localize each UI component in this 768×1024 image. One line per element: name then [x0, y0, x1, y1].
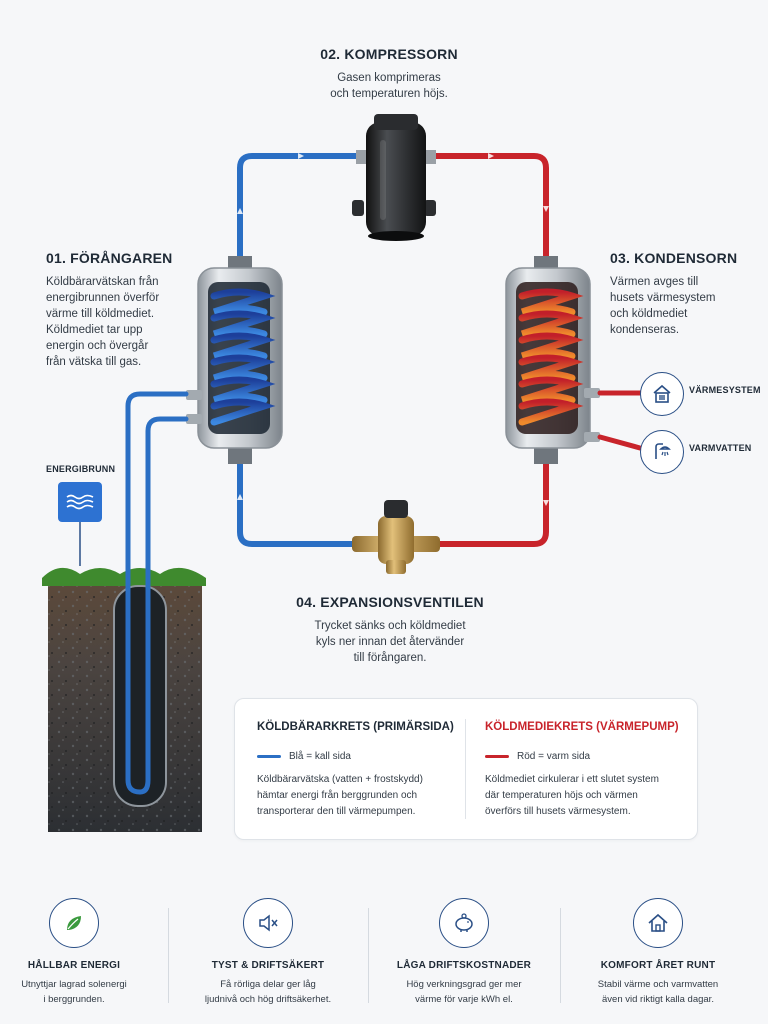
red-line-swatch	[485, 755, 509, 758]
legend-primary-key-text: Blå = kall sida	[289, 751, 351, 762]
cold-pipe-top	[237, 153, 369, 261]
expansion-valve	[352, 500, 440, 574]
feature-comfort: KOMFORT ÅRET RUNT Stabil värme och varmv…	[568, 898, 748, 1007]
legend-primary-desc: Köldbärarvätska (vatten + frostskydd) hä…	[257, 774, 423, 817]
radiator-house-icon	[640, 372, 684, 416]
ground-block	[42, 567, 206, 832]
feature-desc: Få rörliga delar ger låg ljudnivå och hö…	[204, 979, 332, 1005]
leaf-icon	[49, 898, 99, 948]
feature-sustainable: HÅLLBAR ENERGI Utnyttjar lagrad solenerg…	[0, 898, 164, 1007]
evaporator-title: 01. FÖRÅNGAREN	[46, 250, 173, 266]
hotwater-outlet-pipe	[597, 434, 643, 451]
ground-loop-pipes	[125, 391, 189, 795]
energy-well-label: ENERGIBRUNN	[46, 464, 116, 474]
legend-primary-key: Blå = kall sida	[257, 751, 467, 762]
legend-refrigerant-key-text: Röd = varm sida	[517, 751, 591, 762]
feature-title: KOMFORT ÅRET RUNT	[600, 960, 716, 971]
legend-primary: KÖLDBÄRARKRETS (PRIMÄRSIDA) Blå = kall s…	[257, 699, 467, 820]
feature-desc: Hög verkningsgrad ger mer värme för varj…	[406, 979, 522, 1005]
legend-refrigerant-key: Röd = varm sida	[485, 751, 695, 762]
piggy-bank-icon	[439, 898, 489, 948]
condenser-tank	[505, 256, 643, 464]
feature-low-cost: LÅGA DRIFTSKOSTNADER Hög verkningsgrad g…	[374, 898, 554, 1007]
expansion-label: 04. EXPANSIONSVENTILEN Trycket sänks och…	[268, 594, 512, 666]
feature-separator	[168, 908, 169, 1003]
house-icon	[633, 898, 683, 948]
feature-desc: Utnyttjar lagrad solenergi i berggrunden…	[21, 979, 127, 1005]
legend-refrigerant: KÖLDMEDIEKRETS (VÄRMEPUMP) Röd = varm si…	[485, 699, 695, 820]
compressor-text: Gasen komprimeras och temperaturen höjs.	[330, 72, 448, 100]
evaporator-text: Köldbärarvätskan från energibrunnen över…	[46, 276, 160, 368]
compressor-title: 02. KOMPRESSORN	[320, 46, 458, 62]
feature-title: LÅGA DRIFTSKOSTNADER	[396, 960, 532, 971]
speaker-mute-icon	[243, 898, 293, 948]
feature-desc: Stabil värme och varmvatten även vid rik…	[597, 979, 719, 1005]
feature-title: HÅLLBAR ENERGI	[27, 960, 121, 971]
legend-divider	[465, 719, 466, 819]
feature-quiet: TYST & DRIFTSÄKERT Få rörliga delar ger …	[178, 898, 358, 1007]
condenser-label: 03. KONDENSORN Värmen avges till husets …	[610, 250, 760, 338]
legend-primary-title: KÖLDBÄRARKRETS (PRIMÄRSIDA)	[257, 721, 454, 733]
condenser-text: Värmen avges till husets värmesystem och…	[610, 276, 716, 336]
evaporator-tank	[186, 256, 283, 464]
legend-refrigerant-title: KÖLDMEDIEKRETS (VÄRMEPUMP)	[485, 721, 679, 733]
legend-refrigerant-desc: Köldmediet cirkulerar i ett slutet syste…	[485, 774, 659, 817]
compressor	[352, 114, 436, 241]
hot-water-label: VARMVATTEN	[689, 443, 752, 453]
heating-system-label: VÄRMESYSTEM	[689, 385, 761, 395]
hot-pipe-bottom	[433, 459, 549, 547]
feature-separator	[368, 908, 369, 1003]
cold-pipe-bottom	[237, 459, 361, 547]
circuit-legend: KÖLDBÄRARKRETS (PRIMÄRSIDA) Blå = kall s…	[234, 698, 698, 840]
feature-title: TYST & DRIFTSÄKERT	[211, 960, 325, 971]
shower-icon	[640, 430, 684, 474]
condenser-title: 03. KONDENSORN	[610, 250, 738, 266]
expansion-title: 04. EXPANSIONSVENTILEN	[296, 594, 484, 610]
compressor-label: 02. KOMPRESSORN Gasen komprimeras och te…	[284, 46, 494, 102]
expansion-text: Trycket sänks och köldmediet kyls ner in…	[314, 620, 466, 664]
water-waves-icon	[58, 482, 102, 522]
feature-separator	[560, 908, 561, 1003]
hot-pipe-top	[425, 153, 549, 261]
blue-line-swatch	[257, 755, 281, 758]
refrigerant-loop	[237, 153, 549, 547]
evaporator-label: 01. FÖRÅNGAREN Köldbärarvätskan från ene…	[46, 250, 196, 370]
